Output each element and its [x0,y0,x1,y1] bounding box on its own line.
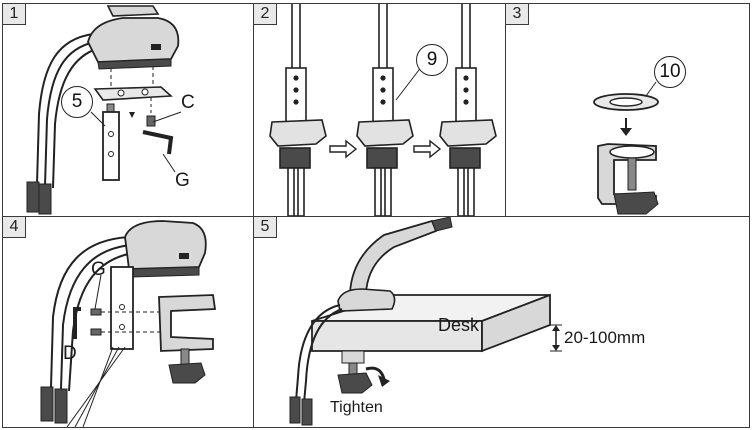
part-10-callout: 10 [654,56,686,88]
step-2-number: 2 [254,4,277,25]
step-3-illustration [593,81,659,215]
step-1-panel: 1 5 C G [2,3,254,217]
step-1-illustration [26,5,182,215]
step-3-panel: 3 10 [505,3,750,217]
part-9-callout: 9 [416,44,448,76]
part-d-label: D [63,343,77,364]
desk-label: Desk [438,315,480,335]
step-2-panel: 2 [253,3,506,217]
step-4-illustration [40,220,217,427]
step-4-panel: 4 G D [2,216,254,428]
part-c-label: C [181,92,195,113]
step-3-number: 3 [506,4,529,25]
part-g-label: G [175,170,190,191]
tighten-label: Tighten [330,399,383,416]
thickness-label: 20-100mm [564,328,646,347]
step-4-number: 4 [3,217,26,238]
part-g-label: G [91,259,106,280]
step-2-illustration [269,4,497,216]
step-5-panel: 5 Desk 20-100mm Tighten [253,216,750,428]
step-1-number: 1 [3,4,26,25]
step-5-illustration [289,217,562,426]
step-5-number: 5 [254,217,277,238]
part-5-callout: 5 [61,86,93,118]
